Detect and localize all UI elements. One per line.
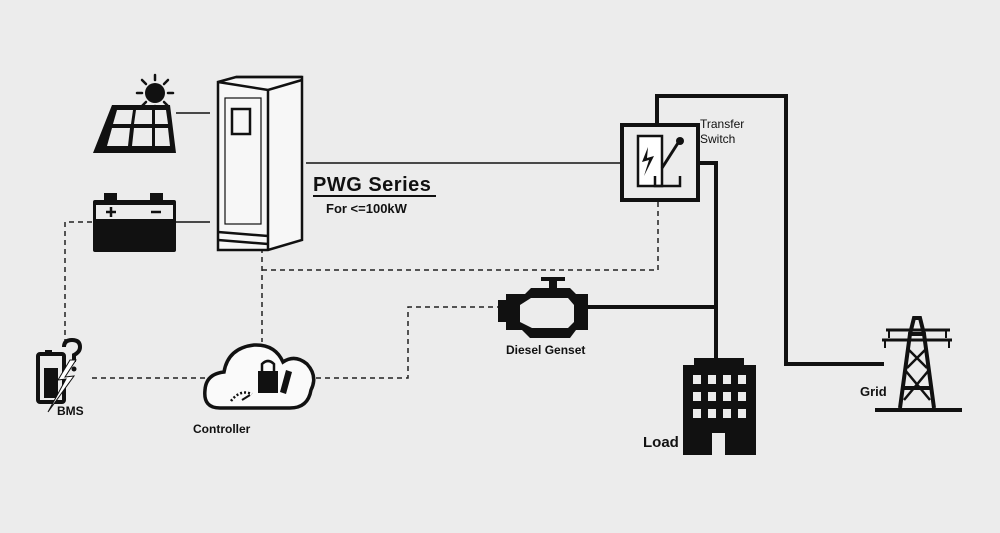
load-label: Load (643, 434, 679, 451)
engine-icon (498, 277, 588, 338)
battery-to-bms-dashed (64, 221, 92, 346)
bms-label: BMS (57, 404, 84, 418)
product-title: PWG Series (313, 174, 432, 196)
cloud-controller-icon (203, 343, 316, 410)
product-subtitle: For <=100kW (326, 201, 407, 216)
controller-to-genset-dashed (316, 306, 500, 379)
battery-icon (93, 193, 176, 252)
solar-panel-icon (93, 105, 176, 153)
bms-icon (36, 337, 83, 413)
cabinet-icon (216, 75, 304, 252)
controller-label: Controller (193, 422, 251, 436)
power-lines (176, 94, 884, 366)
switch-to-grid-line (655, 94, 884, 366)
transmission-tower-icon (875, 316, 962, 412)
transfer-switch-icon (620, 123, 700, 202)
cabinet-to-switch-dashed (262, 200, 659, 271)
switch-to-load-line (698, 161, 718, 358)
diesel-genset-label: Diesel Genset (506, 343, 586, 357)
grid-label: Grid (860, 384, 887, 399)
building-icon (683, 358, 756, 455)
communication-lines (64, 200, 659, 379)
transfer-switch-label: Transfer Switch (700, 117, 745, 146)
